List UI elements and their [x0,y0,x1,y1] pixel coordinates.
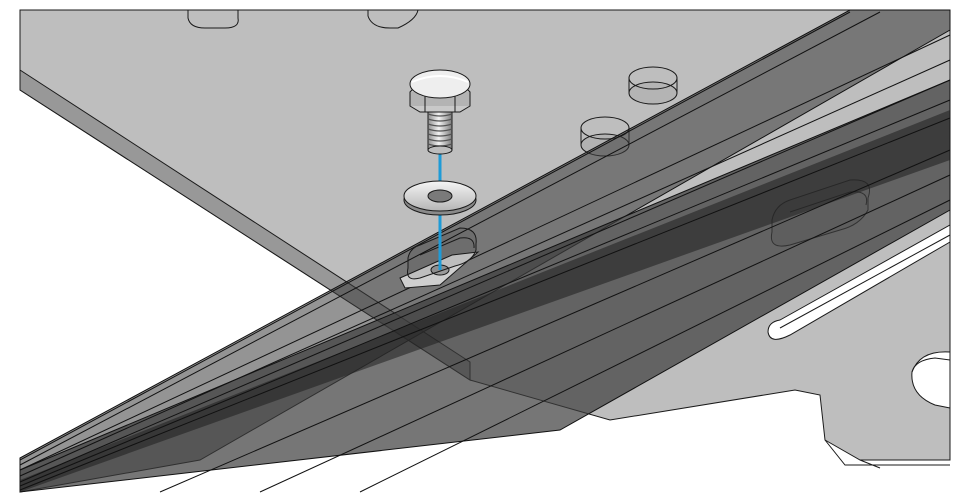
rail-groove-lines [19,11,951,493]
plate-slot-narrow [767,224,951,340]
flat-washer[interactable] [403,180,477,216]
plate-slot-fastener [407,227,477,280]
plate-slot-top-left [187,10,239,29]
plate-notch-right [911,351,951,409]
plate-slot-top-center [367,9,419,29]
plate-hole-upper [628,66,678,105]
aluminum-extrusion-rail[interactable] [19,9,951,493]
hex-bolt[interactable] [409,69,471,155]
